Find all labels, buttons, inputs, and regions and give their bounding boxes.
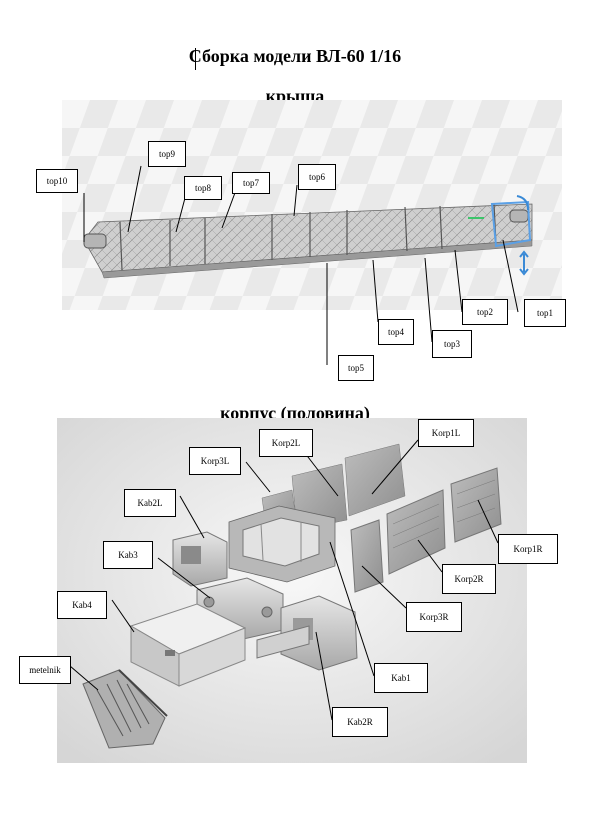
label-top1: top1 [524, 299, 566, 327]
label-Kab4: Kab4 [57, 591, 107, 619]
roof-render-panel [62, 100, 562, 310]
label-top8: top8 [184, 176, 222, 200]
label-Korp3L: Korp3L [189, 447, 241, 475]
label-Korp2R: Korp2R [442, 564, 496, 594]
label-top10: top10 [36, 169, 78, 193]
label-Korp1R: Korp1R [498, 534, 558, 564]
label-top7: top7 [232, 172, 270, 194]
label-top4: top4 [378, 319, 414, 345]
label-top2: top2 [462, 299, 508, 325]
label-Korp3R: Korp3R [406, 602, 462, 632]
label-top5: top5 [338, 355, 374, 381]
label-Kab1: Kab1 [374, 663, 428, 693]
label-Kab2R: Kab2R [332, 707, 388, 737]
label-top6: top6 [298, 164, 336, 190]
label-metelnik: metelnik [19, 656, 71, 684]
label-top3: top3 [432, 330, 472, 358]
roof-render [62, 100, 562, 310]
text-cursor [195, 48, 196, 70]
label-Kab3: Kab3 [103, 541, 153, 569]
label-Korp1L: Korp1L [418, 419, 474, 447]
label-Korp2L: Korp2L [259, 429, 313, 457]
document-title: Сборка модели ВЛ-60 1/16 [188, 46, 402, 66]
label-Kab2L: Kab2L [124, 489, 176, 517]
label-top9: top9 [148, 141, 186, 167]
